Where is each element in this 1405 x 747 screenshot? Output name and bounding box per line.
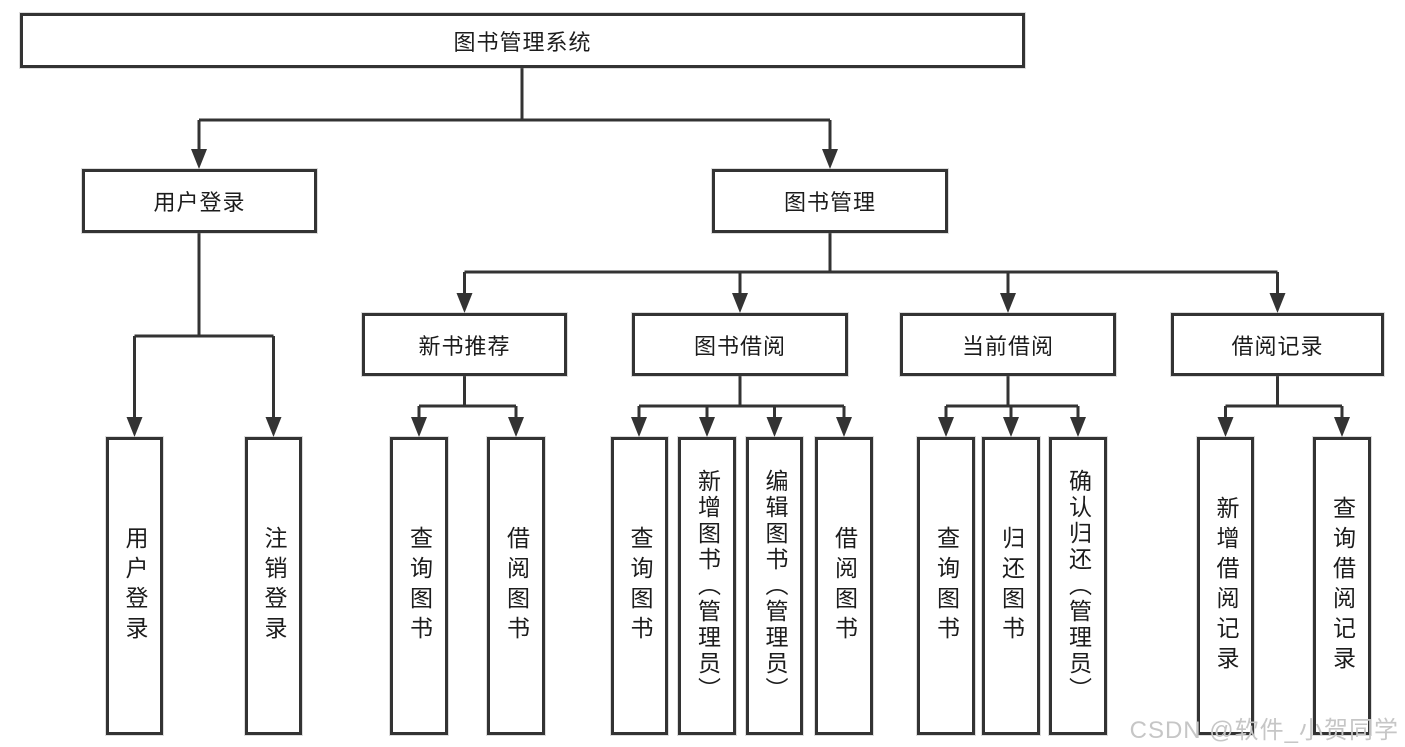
node-borrow-record-label: 借阅记录 [1231, 333, 1324, 359]
connector-borrow-to-leaves [631, 376, 852, 437]
leaf-logout: 注销登录 [245, 437, 302, 735]
connector-recommend-to-leaves [411, 376, 524, 437]
leaf-record-add-label: 新增借阅记录 [1213, 496, 1239, 676]
node-borrow-record: 借阅记录 [1171, 313, 1384, 376]
leaf-borrow-edit-books-label: 编辑图书（管理员） [762, 469, 788, 703]
node-user-login-label: 用户登录 [153, 190, 246, 215]
node-current-borrow-label: 当前借阅 [961, 333, 1054, 359]
node-new-book-recommend-label: 新书推荐 [418, 333, 511, 359]
leaf-current-query-books-label: 查询图书 [933, 526, 960, 646]
leaf-record-add: 新增借阅记录 [1197, 437, 1254, 735]
leaf-recommend-query-books-label: 查询图书 [406, 526, 433, 646]
leaf-user-login-label: 用户登录 [122, 526, 148, 646]
connector-current-to-leaves [938, 376, 1086, 437]
connector-root-to-level2 [191, 68, 838, 169]
csdn-watermark: CSDN @软件_小贺同学 [1129, 717, 1399, 744]
node-book-management: 图书管理 [712, 169, 948, 233]
leaf-user-login: 用户登录 [106, 437, 163, 735]
node-new-book-recommend: 新书推荐 [362, 313, 567, 376]
leaf-current-return-books: 归还图书 [982, 437, 1040, 735]
node-current-borrow: 当前借阅 [900, 313, 1116, 376]
connector-login-to-leaves [126, 233, 282, 437]
connector-record-to-leaves [1217, 376, 1350, 437]
leaf-recommend-borrow-books: 借阅图书 [487, 437, 545, 735]
leaf-borrow-borrow-books-label: 借阅图书 [831, 526, 858, 646]
node-user-login: 用户登录 [82, 169, 317, 233]
leaf-borrow-query-books: 查询图书 [611, 437, 668, 735]
leaf-record-query-label: 查询借阅记录 [1329, 496, 1356, 676]
node-root-label: 图书管理系统 [453, 29, 592, 55]
leaf-recommend-query-books: 查询图书 [390, 437, 448, 735]
leaf-borrow-borrow-books: 借阅图书 [815, 437, 873, 735]
leaf-borrow-query-books-label: 查询图书 [627, 526, 653, 646]
leaf-logout-label: 注销登录 [261, 526, 287, 646]
leaf-borrow-edit-books: 编辑图书（管理员） [746, 437, 803, 735]
leaf-current-confirm-return-label: 确认归还（管理员） [1065, 469, 1092, 703]
leaf-current-confirm-return: 确认归还（管理员） [1049, 437, 1107, 735]
leaf-recommend-borrow-books-label: 借阅图书 [503, 526, 530, 646]
connector-mgmt-to-level3 [456, 233, 1286, 313]
leaf-current-query-books: 查询图书 [917, 437, 975, 735]
leaf-borrow-add-books: 新增图书（管理员） [678, 437, 736, 735]
node-root: 图书管理系统 [20, 13, 1025, 68]
leaf-borrow-add-books-label: 新增图书（管理员） [694, 469, 721, 703]
node-book-borrow: 图书借阅 [632, 313, 848, 376]
node-book-borrow-label: 图书借阅 [693, 333, 786, 359]
leaf-record-query: 查询借阅记录 [1313, 437, 1371, 735]
node-book-management-label: 图书管理 [783, 190, 876, 215]
leaf-current-return-books-label: 归还图书 [998, 526, 1025, 646]
